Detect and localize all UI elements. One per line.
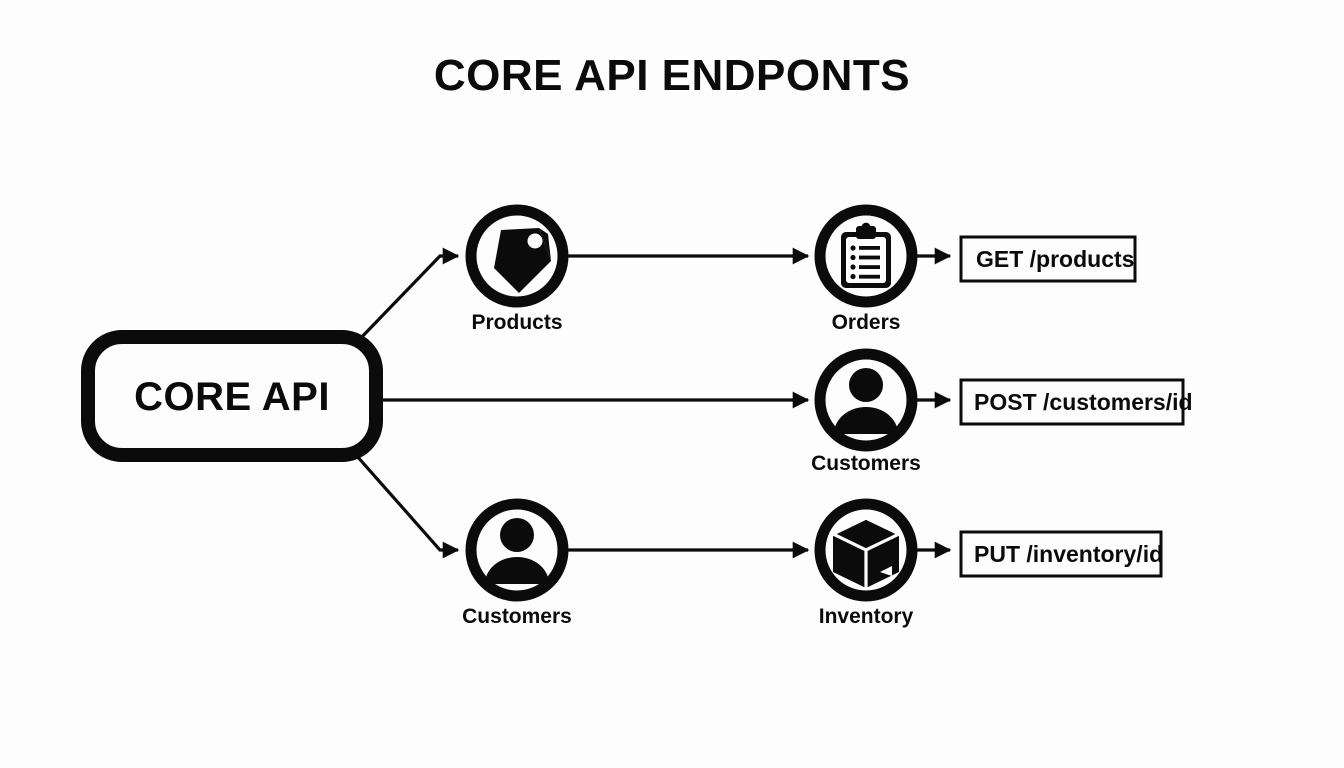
node-inventory[interactable]: Inventory (814, 498, 918, 628)
endpoint-put-inventory-box (959, 530, 1163, 578)
node-orders-label: Orders (832, 311, 901, 334)
connector-hub-to-customers-bottom (354, 453, 460, 559)
core-api-hub[interactable]: CORE API (81, 330, 383, 462)
node-products[interactable]: Products (465, 204, 569, 334)
core-api-hub-box (81, 330, 383, 462)
endpoint-put-inventory-label: PUT /inventory/id (974, 541, 1163, 567)
node-inventory-label: Inventory (819, 605, 914, 628)
endpoint-put-inventory[interactable]: PUT /inventory/id (959, 530, 1163, 578)
core-api-hub-label: CORE API (134, 375, 330, 419)
tag-icon (494, 228, 551, 293)
person-icon (834, 368, 898, 434)
endpoint-post-customers-label: POST /customers/id (974, 389, 1193, 415)
endpoint-post-customers[interactable]: POST /customers/id (959, 378, 1193, 426)
node-customers-bottom-label: Customers (462, 605, 572, 628)
endpoint-get-products-label: GET /products (976, 246, 1134, 272)
clipboard-icon (841, 222, 891, 288)
node-customers-middle[interactable]: Customers (811, 348, 921, 475)
endpoint-get-products[interactable]: GET /products (959, 235, 1137, 283)
node-products-label: Products (471, 311, 562, 334)
node-orders[interactable]: Orders (814, 204, 918, 334)
person-icon (485, 518, 549, 584)
cube-icon (829, 516, 903, 588)
connector-hub-to-products (354, 247, 460, 345)
node-customers-middle-label: Customers (811, 452, 921, 475)
page-title: CORE API ENDPONTS (434, 51, 910, 100)
node-customers-bottom[interactable]: Customers (462, 498, 572, 628)
endpoint-get-products-box (959, 235, 1137, 283)
endpoint-post-customers-box (959, 378, 1185, 426)
